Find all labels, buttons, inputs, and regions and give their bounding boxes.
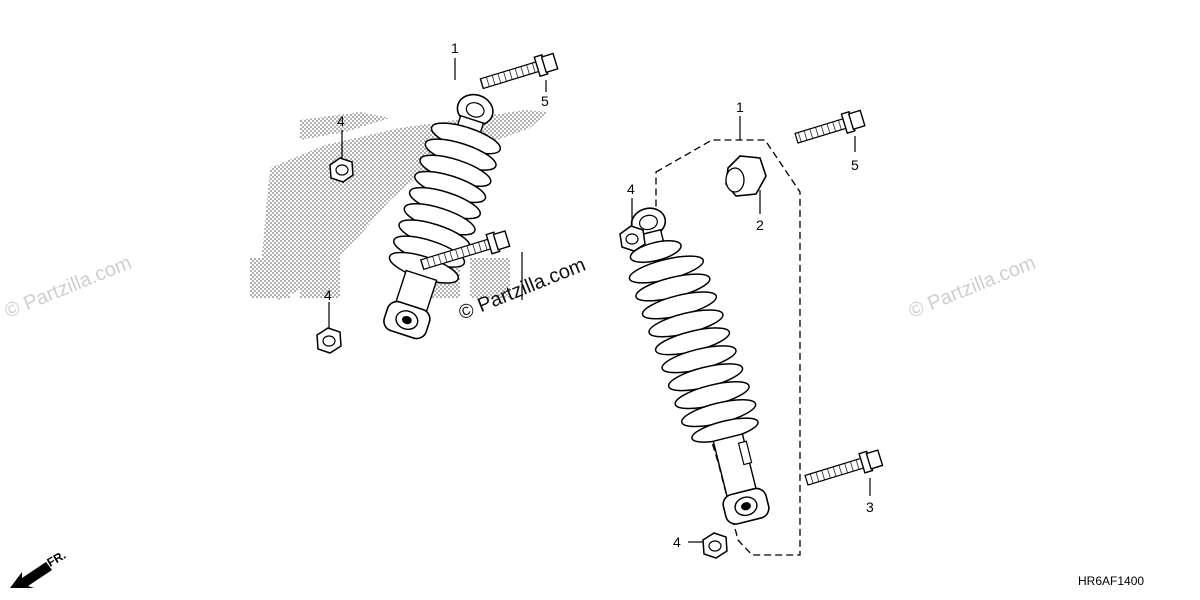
right-shock-absorber[interactable] — [614, 194, 783, 535]
watermark-left: © Partzilla.com — [2, 252, 135, 323]
right-bolt-bottom[interactable] — [804, 448, 884, 490]
callout-right-bolt-bottom: 3 — [866, 499, 874, 515]
right-nut-top[interactable] — [619, 225, 646, 252]
right-bolt-top[interactable] — [794, 108, 866, 147]
watermark-right: © Partzilla.com — [906, 252, 1039, 323]
front-direction-arrow: FR. — [10, 548, 68, 588]
diagram-code: HR6AF1400 — [1078, 574, 1144, 588]
left-nut-top[interactable] — [329, 157, 354, 183]
callout-right-bushing: 2 — [756, 217, 764, 233]
callout-left-bolt: 5 — [541, 93, 549, 109]
left-bolt[interactable] — [479, 52, 559, 94]
callout-right-nut-bottom: 4 — [673, 534, 681, 550]
honda-wing-logo — [250, 110, 548, 300]
left-shock-absorber[interactable] — [367, 84, 515, 346]
right-bushing[interactable] — [725, 155, 767, 197]
right-leader-lines — [631, 116, 871, 543]
callout-left-nut-bottom: 4 — [324, 287, 332, 303]
left-nut-bottom[interactable] — [316, 327, 342, 354]
callout-right-nut-top: 4 — [627, 181, 635, 197]
callout-left-nut-top: 4 — [337, 113, 345, 129]
left-middle-bolt[interactable] — [419, 229, 511, 274]
callout-right-bolt-top: 5 — [851, 157, 859, 173]
left-leader-lines — [328, 58, 547, 328]
right-nut-bottom[interactable] — [702, 532, 728, 559]
callout-right-shock: 1 — [736, 99, 744, 115]
callout-left-shock: 1 — [451, 40, 459, 56]
